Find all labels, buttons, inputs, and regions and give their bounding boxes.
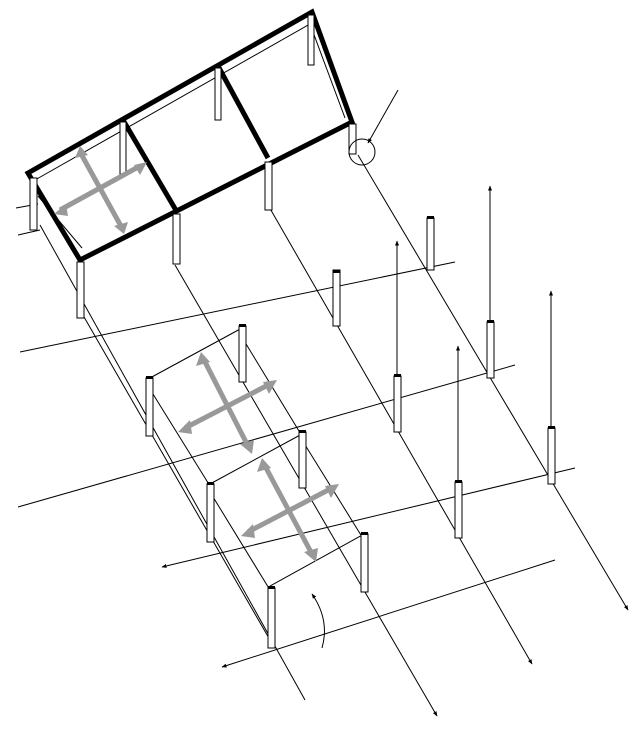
grid-line-d: [267, 204, 533, 665]
cross-line-4: [221, 559, 556, 668]
lower-frame-1: [145, 324, 303, 487]
rotation-arrow: [311, 593, 325, 649]
grid-lines-cross: [15, 203, 576, 668]
grid-lines-diagonal: [39, 154, 629, 717]
callout-circle: [348, 138, 376, 166]
cross-line-2: [17, 364, 516, 508]
isolated-posts: [332, 217, 556, 539]
callout-leader: [367, 89, 399, 144]
frame-bracing-arrows: [58, 150, 142, 230]
cross-line-3: [161, 467, 576, 568]
post-lift-1: [426, 217, 435, 271]
cross-line-1: [19, 261, 456, 353]
frame-roof-outline: [24, 8, 356, 264]
lift-arrows: [395, 185, 553, 480]
frame-inner-beam-2: [224, 77, 263, 149]
grid-line-b: [79, 309, 271, 641]
post-caps: [333, 216, 555, 483]
cross-line-top-left: [17, 229, 41, 236]
post-lift-4: [547, 427, 556, 485]
post-lone-1: [332, 269, 341, 327]
frame-back-posts: [119, 14, 315, 175]
post-lift-5: [454, 481, 463, 539]
lower-frame-2: [206, 430, 369, 649]
frame-front-posts: [29, 123, 357, 319]
frame-inner-line-front: [37, 195, 83, 249]
frame-inner-beam-1: [129, 129, 173, 204]
frame-bracing-arrowheads: [54, 146, 147, 234]
post-lift-2: [486, 321, 495, 379]
assembled-frame: [24, 8, 399, 319]
grid-line-e: [357, 154, 629, 611]
post-lift-3: [393, 375, 402, 433]
